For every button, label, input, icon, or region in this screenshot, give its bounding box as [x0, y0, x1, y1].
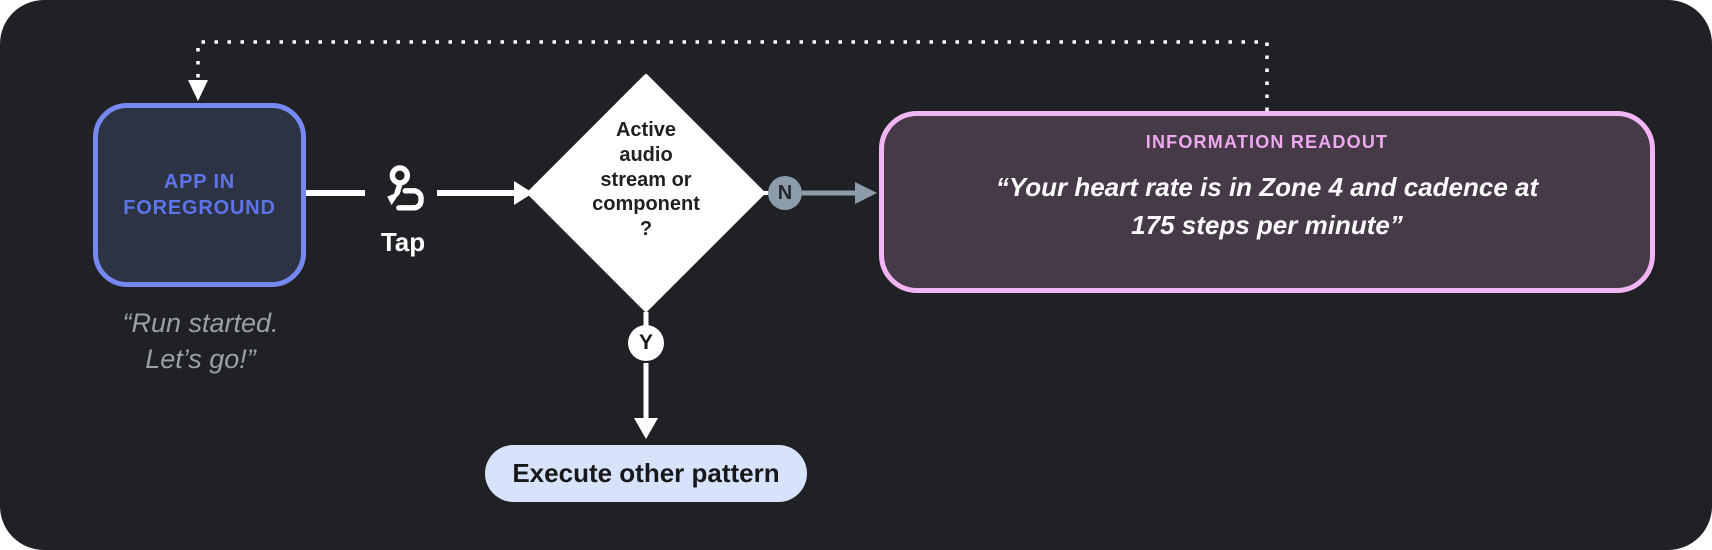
branch-yes-badge: Y	[628, 325, 664, 361]
n-to-readout-arrowhead	[855, 182, 877, 204]
app-in-foreground-node: APP IN FOREGROUND	[93, 103, 306, 287]
app-in-foreground-label: APP IN FOREGROUND	[123, 171, 276, 219]
y-to-action-arrowhead	[634, 418, 658, 439]
tap-to-decision-arrowhead	[514, 181, 533, 205]
branch-no-badge: N	[768, 176, 802, 210]
touch-app-icon	[377, 162, 431, 218]
decision-label: Active audio stream or component ?	[592, 119, 700, 241]
execute-other-pattern-node: Execute other pattern	[485, 445, 807, 502]
feedback-arrowhead	[188, 80, 208, 101]
run-started-caption: “Run started. Let’s go!”	[122, 308, 279, 374]
execute-other-pattern-label: Execute other pattern	[512, 458, 780, 488]
information-readout-quote: “Your heart rate is in Zone 4 and cadenc…	[995, 172, 1539, 240]
information-readout-title: INFORMATION READOUT	[1145, 132, 1389, 152]
tap-label: Tap	[380, 227, 426, 257]
feedback-dotted-line	[196, 40, 1269, 111]
information-readout-node: INFORMATION READOUT “Your heart rate is …	[879, 111, 1655, 293]
